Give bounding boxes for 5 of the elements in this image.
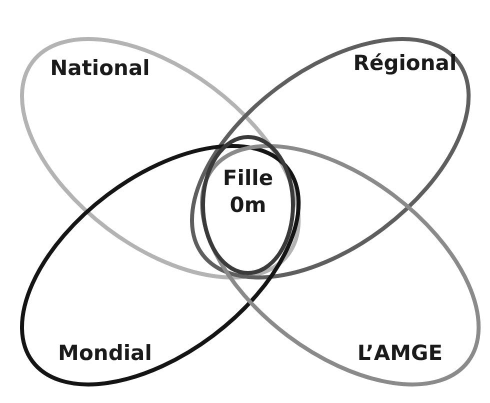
region-label: L’AMGE <box>356 340 444 367</box>
region-label: Régional <box>352 50 458 77</box>
region-label: Mondial <box>57 340 153 367</box>
region-label: National <box>49 54 151 82</box>
region-label: Fille 0m <box>222 165 274 220</box>
